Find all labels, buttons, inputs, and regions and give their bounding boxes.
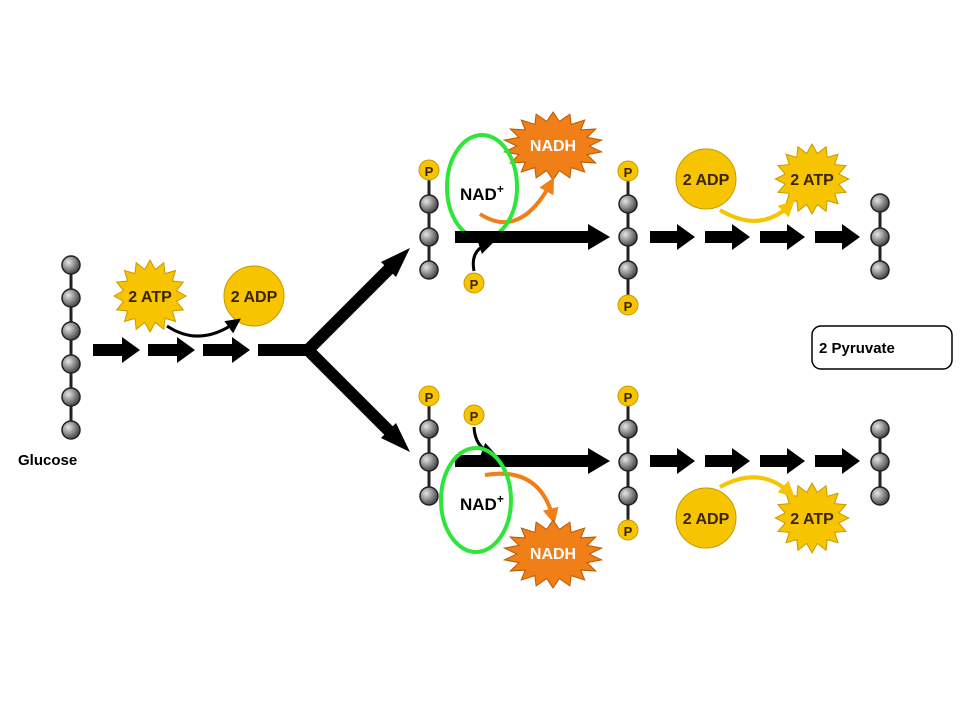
top-main-arrow (455, 224, 610, 250)
atp-out-top-burst: 2 ATP (774, 142, 850, 216)
investment-arrows (93, 248, 410, 452)
nadh-top-burst: NADH (502, 111, 604, 181)
atp-out-bottom-label: 2 ATP (790, 511, 834, 528)
nadh-bottom-label: NADH (530, 546, 576, 563)
atp-in-label: 2 ATP (128, 289, 172, 306)
nadh-bottom-burst: NADH (502, 519, 604, 589)
top-bpg-phosphate-2: P (624, 299, 633, 314)
bottom-pyruvate-chain (870, 419, 890, 506)
bottom-bpg-phosphate-1: P (624, 390, 633, 405)
phosphate-in-top-curve (471, 239, 494, 272)
nad-to-nadh-bottom-curve (484, 471, 559, 525)
adp-out-label: 2 ADP (231, 289, 278, 306)
bottom-main-arrow (455, 448, 610, 474)
adp-to-atp-top-curve (718, 200, 795, 223)
glucose-carbon-chain (61, 255, 81, 440)
top-bisphospho-chain: P P (617, 160, 639, 316)
adp-in-top-label: 2 ADP (683, 172, 730, 189)
atp-in-burst: 2 ATP (112, 258, 188, 334)
top-bpg-phosphate-1: P (624, 165, 633, 180)
atp-to-adp-curve (166, 318, 241, 338)
phosphate-in-bottom: P (463, 404, 485, 426)
nad-to-nadh-top-curve (478, 177, 555, 225)
bottom-bpg-phosphate-2: P (624, 524, 633, 539)
adp-out-circle: 2 ADP (223, 265, 285, 327)
adp-in-bottom-circle: 2 ADP (675, 487, 737, 549)
atp-out-top-label: 2 ATP (790, 172, 834, 189)
adp-in-bottom-label: 2 ADP (683, 511, 730, 528)
pyruvate-label: 2 Pyruvate (819, 340, 895, 357)
adp-to-atp-bottom-curve (719, 475, 795, 498)
atp-out-bottom-burst: 2 ATP (774, 481, 850, 555)
nad-top-label: NAD+ (460, 182, 504, 204)
glucose-label: Glucose (18, 452, 77, 469)
nad-bottom-highlight (439, 446, 513, 554)
phosphate-in-bottom-label: P (470, 409, 479, 424)
pyruvate-label-box: 2 Pyruvate (811, 325, 953, 370)
top-phosphorylated-chain: P (418, 159, 440, 280)
top-payoff-arrows (650, 224, 860, 250)
bottom-chain-phosphate-label: P (425, 390, 434, 405)
bottom-bisphospho-chain: P P (617, 385, 639, 541)
adp-in-top-circle: 2 ADP (675, 148, 737, 210)
bottom-phosphorylated-chain: P (418, 385, 440, 506)
bottom-payoff-arrows (650, 448, 860, 474)
top-pyruvate-chain (870, 193, 890, 280)
nadh-top-label: NADH (530, 138, 576, 155)
nad-bottom-label: NAD+ (460, 492, 504, 514)
top-chain-phosphate-label: P (425, 164, 434, 179)
phosphate-in-top-label: P (470, 277, 479, 292)
phosphate-in-top: P (463, 272, 485, 294)
